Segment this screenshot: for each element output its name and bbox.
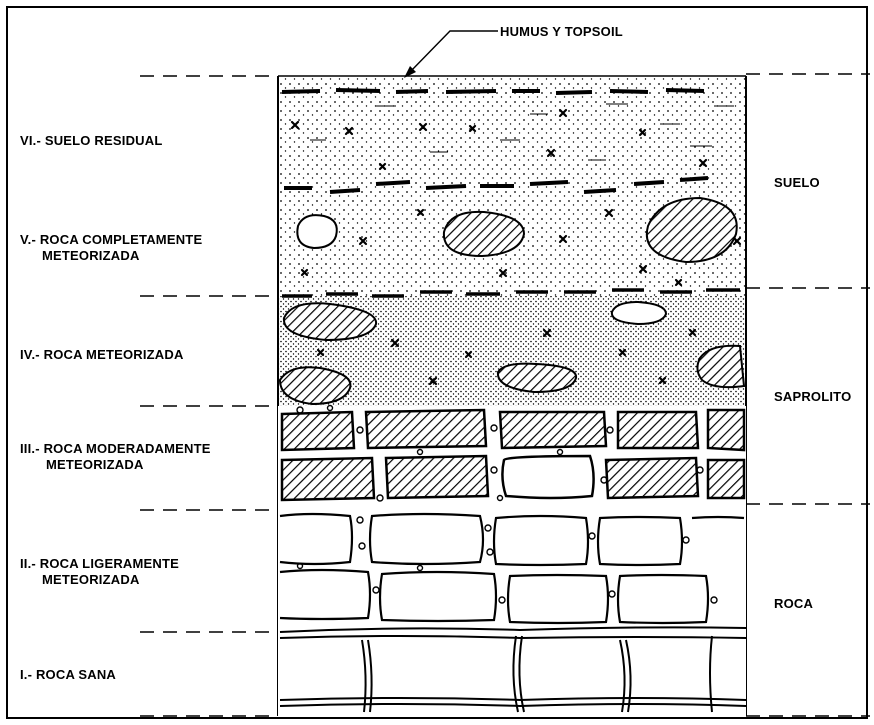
humus-leader-arrow bbox=[404, 31, 498, 78]
humus-topsoil-label: HUMUS Y TOPSOIL bbox=[500, 24, 623, 40]
zone-saprolito-label: SAPROLITO bbox=[774, 389, 851, 405]
zone-roca-label: ROCA bbox=[774, 596, 813, 612]
layer-v-label: V.- ROCA COMPLETAMENTE METEORIZADA bbox=[20, 232, 202, 264]
layer-i-label: I.- ROCA SANA bbox=[20, 667, 116, 683]
zone-suelo-label: SUELO bbox=[774, 175, 820, 191]
layer-ii-label: II.- ROCA LIGERAMENTE METEORIZADA bbox=[20, 556, 179, 588]
layer-iv-label: IV.- ROCA METEORIZADA bbox=[20, 347, 184, 363]
layer-vi-fill bbox=[278, 78, 746, 190]
layer-vi-label: VI.- SUELO RESIDUAL bbox=[20, 133, 162, 149]
layer-iii-label: III.- ROCA MODERADAMENTE METEORIZADA bbox=[20, 441, 211, 473]
